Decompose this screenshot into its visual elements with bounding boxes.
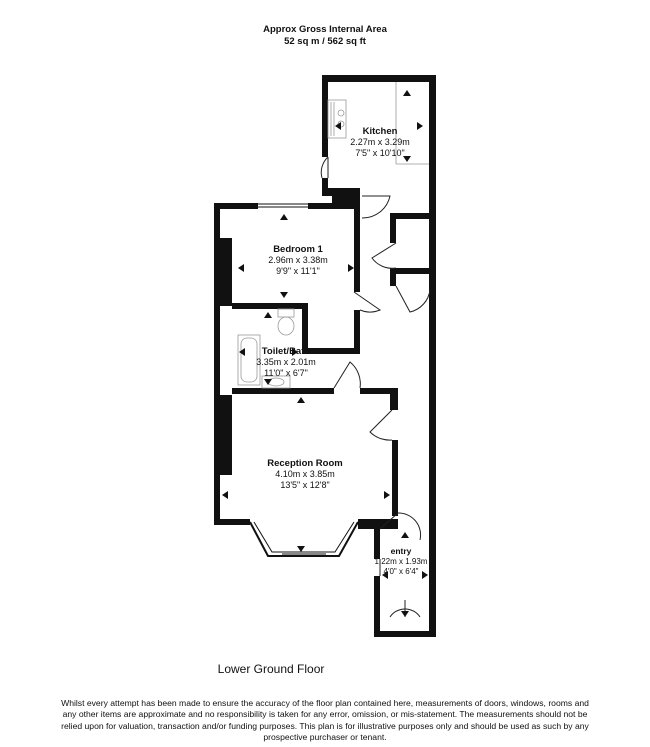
kitchen-label: Kitchen 2.27m x 3.29m 7'5" x 10'10": [350, 126, 410, 158]
reception-metric: 4.10m x 3.85m: [275, 469, 335, 479]
disclaimer-text: Whilst every attempt has been made to en…: [61, 698, 589, 742]
bedroom-window: [258, 203, 308, 208]
area-title: Approx Gross Internal Area: [263, 24, 387, 35]
area-value: 52 sq m / 562 sq ft: [284, 36, 366, 47]
bay-window: [249, 521, 359, 557]
bath-label: Toilet/Bath 3.35m x 2.01m 11'0" x 6'7": [256, 346, 316, 378]
bedroom-label: Bedroom 1 2.96m x 3.38m 9'9" x 11'1": [268, 244, 328, 276]
bath-imperial: 11'0" x 6'7": [264, 368, 308, 378]
kitchen-name: Kitchen: [363, 126, 398, 137]
kitchen-imperial: 7'5" x 10'10": [355, 148, 404, 158]
doors: [320, 156, 431, 618]
bedroom-imperial: 9'9" x 11'1": [276, 266, 320, 276]
reception-label: Reception Room 4.10m x 3.85m 13'5" x 12'…: [267, 458, 342, 490]
reception-imperial: 13'5" x 12'8": [280, 480, 329, 490]
kitchen-fixtures: [327, 82, 429, 165]
floor-label: Lower Ground Floor: [217, 662, 325, 676]
bedroom-name: Bedroom 1: [273, 244, 323, 255]
entry-name: entry: [391, 546, 412, 556]
entry-metric: 1.22m x 1.93m: [375, 557, 428, 566]
bedroom-metric: 2.96m x 3.38m: [268, 255, 328, 265]
entry-imperial: 4'0" x 6'4": [384, 567, 419, 576]
bath-fixtures: [237, 308, 295, 389]
reception-name: Reception Room: [267, 458, 342, 469]
dimension-markers: [222, 90, 428, 617]
bath-metric: 3.35m x 2.01m: [256, 357, 316, 367]
bath-name: Toilet/Bath: [262, 346, 311, 357]
walls: [214, 75, 436, 637]
entry-label: entry 1.22m x 1.93m 4'0" x 6'4": [375, 546, 428, 576]
kitchen-metric: 2.27m x 3.29m: [350, 137, 410, 147]
